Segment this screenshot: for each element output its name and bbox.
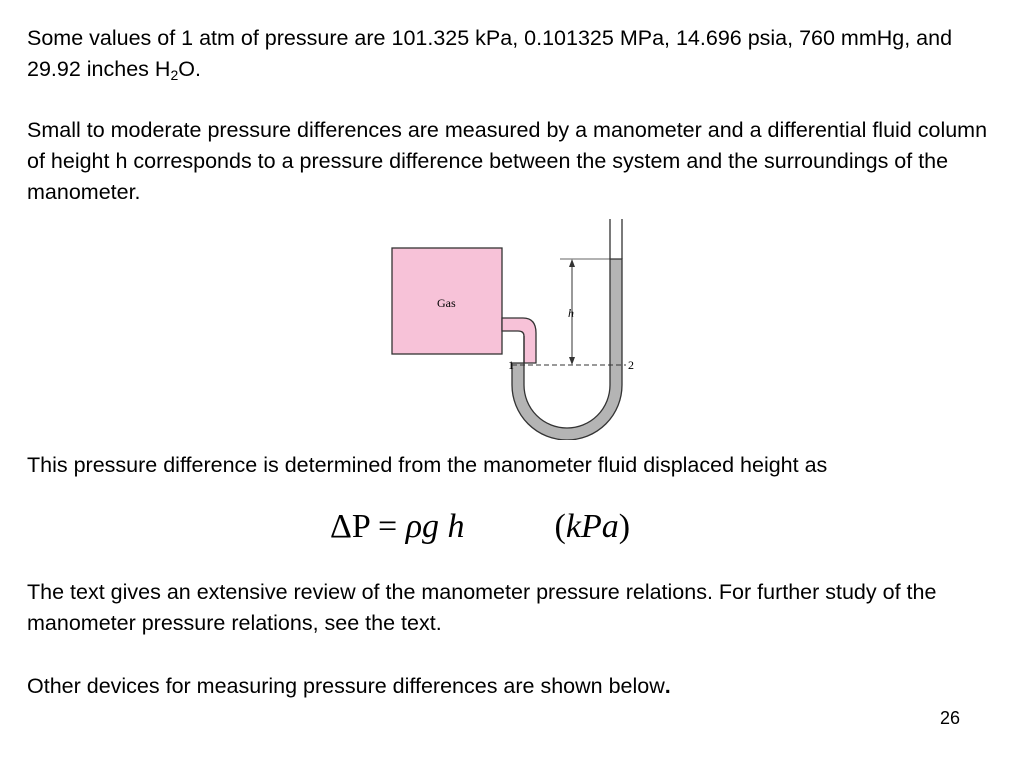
other-devices-text: Other devices for measuring pressure dif… <box>27 674 665 698</box>
paragraph-other-devices: Other devices for measuring pressure dif… <box>27 671 1002 702</box>
manometer-diagram: Gas h 1 2 <box>391 219 634 440</box>
equation-h: h <box>447 508 465 545</box>
paragraph-pressure-difference: This pressure difference is determined f… <box>27 453 828 477</box>
atm-values-tail: O. <box>178 57 201 81</box>
page-number: 26 <box>940 708 961 728</box>
pressure-equation: ΔP = ρg h (kPa) <box>330 505 630 549</box>
point-2-label: 2 <box>628 358 634 372</box>
height-label: h <box>568 306 574 320</box>
paragraph-text-review: The text gives an extensive review of th… <box>27 580 937 635</box>
equation-equals: = <box>378 508 398 545</box>
gas-label: Gas <box>437 296 456 310</box>
paragraph-atm-values: Some values of 1 atm of pressure are 101… <box>27 23 1002 85</box>
equation-unit-open: ( <box>554 508 566 545</box>
equation-g: g <box>422 508 440 545</box>
gas-tank <box>391 247 503 355</box>
height-arrow-head-top <box>569 259 575 267</box>
manometer-figure: Gas h 1 2 <box>380 215 650 440</box>
paragraph-manometer-intro: Small to moderate pressure differences a… <box>27 118 988 204</box>
atm-values-text: Some values of 1 atm of pressure are 101… <box>27 26 953 81</box>
height-arrow-head-bottom <box>569 357 575 365</box>
equation-unit: kPa <box>565 508 619 545</box>
manometer-fluid <box>511 258 623 440</box>
equation-unit-close: ) <box>618 508 631 545</box>
point-1-label: 1 <box>508 358 514 372</box>
other-devices-period: . <box>664 674 671 698</box>
h2o-subscript: 2 <box>170 67 179 83</box>
equation-lhs: ΔP <box>330 508 370 545</box>
connector-pipe <box>501 317 537 364</box>
equation-rho: ρ <box>405 508 423 545</box>
